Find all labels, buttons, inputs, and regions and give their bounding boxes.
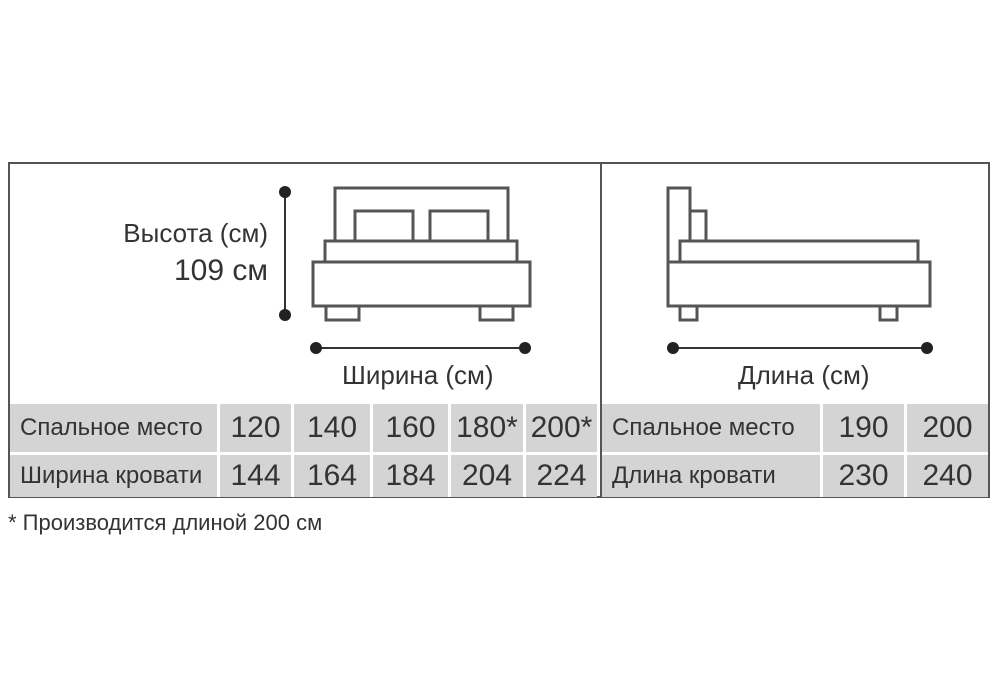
table-row: Длина кровати 230 240 [602,455,988,497]
table-row: Спальное место 120 140 160 180* 200* [10,404,597,452]
table-cell: 164 [294,455,370,497]
row-head: Спальное место [10,404,217,452]
table-cell: 140 [294,404,370,452]
table-cell: 200* [526,404,597,452]
row-head: Ширина кровати [10,455,217,497]
bed-front-view-icon [311,186,532,322]
table-cell: 120 [220,404,291,452]
width-label: Ширина (см) [342,360,494,390]
table-cell: 240 [907,455,988,497]
table-row: Спальное место 190 200 [602,404,988,452]
row-separator [10,452,600,455]
table-cell: 224 [526,455,597,497]
height-label: Высота (см) [123,218,268,248]
dimensions-frame [8,162,990,498]
length-dimension-line [667,342,933,354]
length-label: Длина (см) [738,360,870,390]
height-dimension-line [279,186,291,321]
table-row: Ширина кровати 144 164 184 204 224 [10,455,597,497]
table-cell: 190 [823,404,904,452]
table-cell: 200 [907,404,988,452]
bed-side-view-icon [666,186,932,322]
footnote: * Производится длиной 200 см [8,510,323,535]
table-cell: 230 [823,455,904,497]
table-cell: 180* [451,404,523,452]
width-dimension-line [310,342,531,354]
table-cell: 144 [220,455,291,497]
row-separator [602,452,988,455]
row-head: Спальное место [602,404,820,452]
panel-divider [600,162,602,498]
height-value: 109 см [173,254,268,287]
row-head: Длина кровати [602,455,820,497]
table-cell: 204 [451,455,523,497]
table-cell: 184 [373,455,448,497]
table-cell: 160 [373,404,448,452]
